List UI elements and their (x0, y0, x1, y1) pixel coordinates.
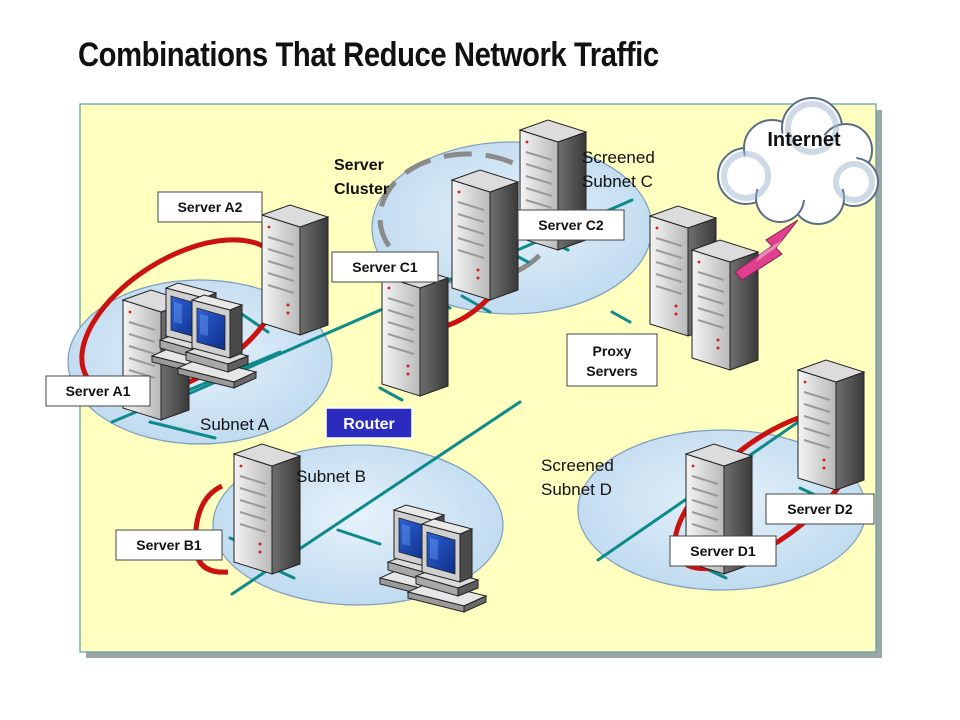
server-b1-label: Server B1 (115, 529, 223, 561)
svg-text:Server C2: Server C2 (538, 217, 604, 233)
svg-text:Router: Router (343, 416, 395, 433)
svg-text:Server B1: Server B1 (136, 537, 202, 553)
router-icon (381, 265, 449, 397)
svg-text:Server C1: Server C1 (352, 259, 418, 275)
server-cluster-label-line1: Server (334, 157, 384, 174)
server-c1-label: Server C1 (331, 251, 439, 283)
cloud-icon (717, 97, 879, 225)
svg-text:Server A2: Server A2 (178, 199, 243, 215)
subnet-d-label-line1: Screened (541, 456, 614, 475)
subnet-b-label: Subnet B (296, 467, 366, 486)
proxy-servers-label: Proxy Servers (566, 333, 658, 387)
svg-text:Server A1: Server A1 (66, 383, 131, 399)
server-c1-icon (451, 169, 519, 301)
server-b1-icon (233, 443, 301, 575)
router-label: Router (325, 407, 413, 439)
server-a2-label: Server A2 (157, 191, 263, 223)
server-a2-icon (261, 204, 329, 336)
svg-text:Server D1: Server D1 (690, 543, 756, 559)
server-c2-label: Server C2 (517, 209, 625, 241)
subnet-c-label-line2: Subnet C (582, 172, 653, 191)
svg-text:Servers: Servers (586, 363, 638, 379)
internet-label: Internet (767, 129, 841, 151)
subnet-d-label-line2: Subnet D (541, 480, 612, 499)
subnet-c-label-line1: Screened (582, 148, 655, 167)
server-d2-label: Server D2 (765, 493, 875, 525)
svg-text:Proxy: Proxy (593, 343, 632, 359)
lightning-icon (734, 219, 799, 281)
server-d2-icon (797, 359, 865, 491)
svg-text:Server D2: Server D2 (787, 501, 853, 517)
subnet-a-label: Subnet A (200, 415, 270, 434)
page-title: Combinations That Reduce Network Traffic (78, 36, 659, 74)
server-cluster-label-line2: Cluster (334, 181, 389, 198)
server-a1-label: Server A1 (45, 375, 151, 407)
server-d1-label: Server D1 (669, 535, 777, 567)
proxy-server-2-icon (691, 239, 759, 371)
